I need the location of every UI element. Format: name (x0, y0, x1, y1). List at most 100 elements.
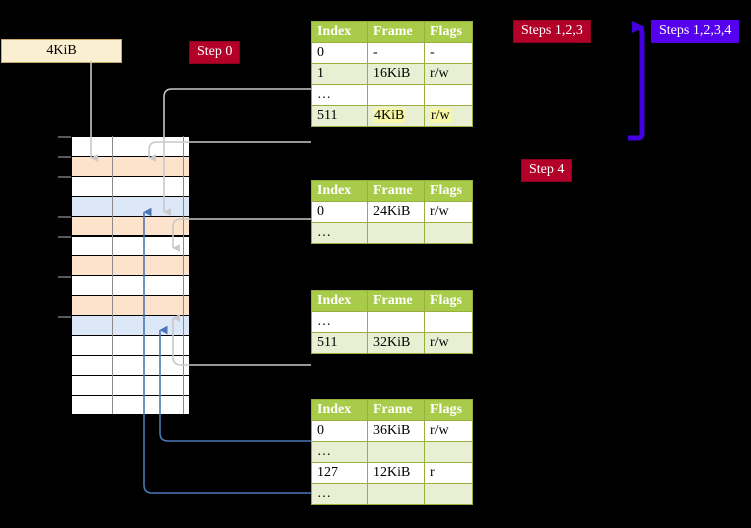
table-cell (367, 222, 425, 244)
memory-row (71, 215, 190, 236)
memory-tick (58, 276, 71, 278)
memory-row (71, 175, 190, 196)
table-cell: 4KiB (367, 105, 425, 127)
table-cell: … (311, 311, 368, 333)
table-cell: … (311, 84, 368, 106)
connector-l3-row0-to-memory (172, 218, 311, 252)
badge-steps-123-label: Steps 1,2,3 (521, 23, 583, 38)
kib-box-label: 4KiB (46, 43, 77, 58)
table-cell (424, 222, 473, 244)
table-cell (424, 84, 473, 106)
table-cell: 16KiB (367, 63, 425, 85)
page-table-header-flags: Flags (424, 399, 473, 421)
page-table-header-frame: Frame (367, 399, 425, 421)
memory-tick (58, 316, 71, 318)
page-table-header-flags: Flags (424, 21, 473, 43)
memory-row (71, 335, 190, 355)
table-cell: 0 (311, 42, 368, 64)
table-row: … (311, 222, 473, 244)
table-cell: r/w (424, 201, 473, 223)
memory-tick (58, 216, 71, 218)
badge-steps-123: Steps 1,2,3 (513, 20, 591, 43)
table-cell: r (424, 462, 473, 484)
highlighted-value: 4KiB (373, 108, 406, 123)
badge-step-4: Step 4 (521, 159, 573, 182)
memory-row (71, 136, 190, 156)
page-table-header-index: Index (311, 399, 368, 421)
kib-box: 4KiB (1, 39, 122, 63)
memory-row (71, 315, 190, 335)
table-cell: … (311, 222, 368, 244)
memory-tick (58, 136, 71, 138)
memory-row (71, 354, 190, 375)
memory-row (71, 374, 190, 395)
table-row: … (311, 483, 473, 505)
table-cell: - (367, 42, 425, 64)
page-table-header-frame: Frame (367, 290, 425, 312)
table-cell: 12KiB (367, 462, 425, 484)
table-cell (424, 311, 473, 333)
memory-tick (58, 176, 71, 178)
table-row: … (311, 311, 473, 333)
table-cell: - (424, 42, 473, 64)
page-table-header-flags: Flags (424, 180, 473, 202)
memory-row (71, 275, 190, 296)
badge-step-4-label: Step 4 (529, 162, 565, 177)
physical-memory-column (71, 136, 190, 415)
badge-step-0-label: Step 0 (197, 44, 233, 59)
table-cell (367, 311, 425, 333)
memory-row (71, 394, 190, 415)
page-table-header-index: Index (311, 290, 368, 312)
memory-row (71, 235, 190, 256)
page-table-header-frame: Frame (367, 180, 425, 202)
table-cell: 24KiB (367, 201, 425, 223)
table-cell (424, 483, 473, 505)
badge-steps-1234: Steps 1,2,3,4 (651, 20, 740, 43)
table-row: 511 4KiB r/w (311, 105, 473, 127)
table-cell: 36KiB (367, 420, 425, 442)
highlighted-value: r/w (430, 108, 451, 123)
table-cell: 32KiB (367, 332, 425, 354)
memory-divider (112, 136, 113, 414)
table-cell: … (311, 483, 368, 505)
page-table-header-flags: Flags (424, 290, 473, 312)
table-cell (367, 84, 425, 106)
table-cell: 127 (311, 462, 368, 484)
table-cell: 0 (311, 201, 368, 223)
page-table-header-index: Index (311, 180, 368, 202)
table-cell: r/w (424, 332, 473, 354)
table-cell (367, 483, 425, 505)
memory-tick (58, 236, 71, 238)
table-cell: 511 (311, 332, 368, 354)
table-row: … (311, 441, 473, 463)
table-cell: r/w (424, 63, 473, 85)
table-cell: … (311, 441, 368, 463)
memory-tick (58, 156, 71, 158)
badge-step-0: Step 0 (189, 41, 241, 64)
table-cell: r/w (424, 105, 473, 127)
table-cell (424, 441, 473, 463)
table-cell: r/w (424, 420, 473, 442)
table-row: 0-- (311, 42, 473, 64)
violet-step-bracket (628, 21, 645, 141)
connector-l2-row511-to-memory (172, 314, 311, 366)
memory-row (71, 155, 190, 176)
page-table-header-index: Index (311, 21, 368, 43)
table-row: … (311, 84, 473, 106)
memory-row (71, 295, 190, 316)
memory-row (71, 195, 190, 216)
table-cell: 0 (311, 420, 368, 442)
table-cell: 511 (311, 105, 368, 127)
table-cell: 1 (311, 63, 368, 85)
page-table-header-frame: Frame (367, 21, 425, 43)
